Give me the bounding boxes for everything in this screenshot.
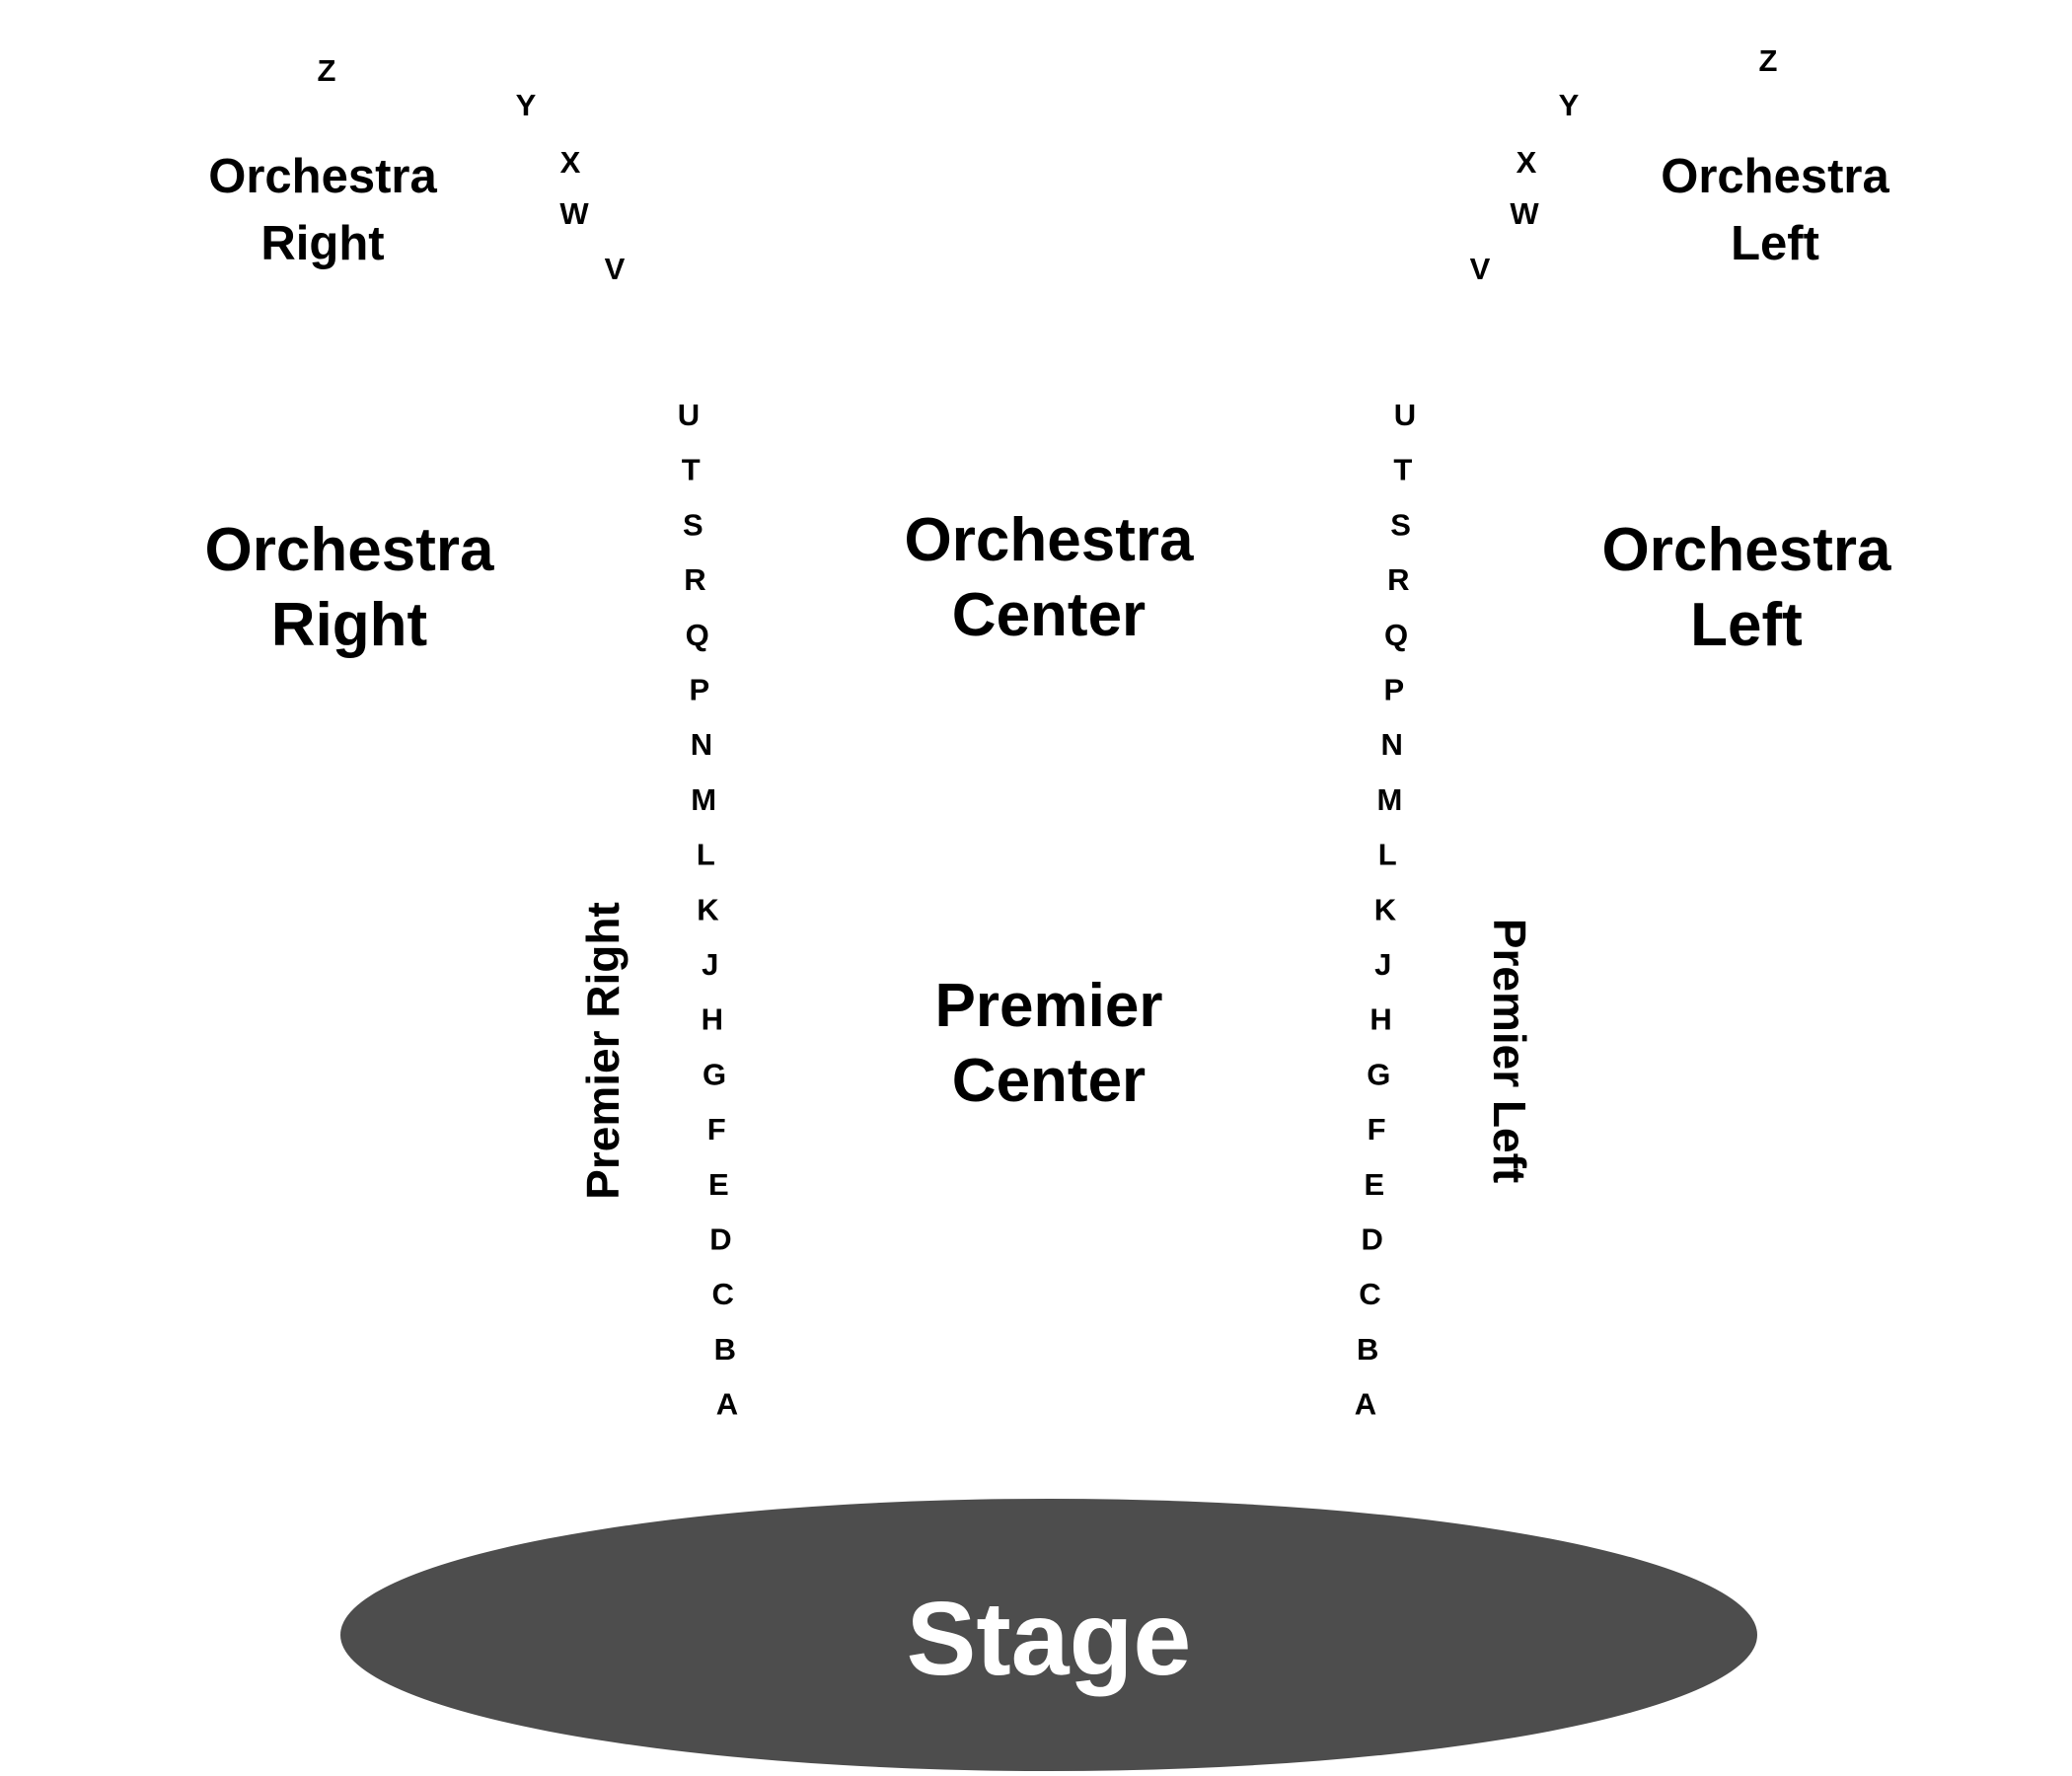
- row-label-upper-left-y: Y: [1559, 88, 1580, 122]
- row-label-aisle-right-h: H: [702, 1002, 723, 1037]
- row-label-aisle-left-l: L: [1378, 838, 1397, 872]
- row-label-aisle-left-q: Q: [1384, 618, 1408, 652]
- row-label-aisle-left-a: A: [1355, 1387, 1376, 1422]
- row-label-aisle-left-r: R: [1387, 562, 1409, 597]
- row-label-aisle-right-k: K: [697, 892, 719, 926]
- row-label-upper-right-x: X: [560, 145, 581, 180]
- row-label-aisle-right-s: S: [683, 507, 703, 542]
- row-label-aisle-right-r: R: [684, 562, 705, 597]
- section-premier-right[interactable]: Premier Right: [577, 902, 629, 1200]
- row-label-aisle-left-b: B: [1357, 1332, 1378, 1367]
- row-label-aisle-right-l: L: [697, 838, 715, 872]
- row-label-aisle-right-p: P: [689, 673, 709, 707]
- row-label-aisle-left-e: E: [1365, 1167, 1385, 1202]
- row-label-upper-right-z: Z: [318, 53, 336, 88]
- upper-orchestra-right-line2[interactable]: Right: [260, 217, 384, 270]
- section-orchestra-left-line2[interactable]: Left: [1690, 591, 1803, 659]
- row-label-aisle-left-f: F: [1368, 1112, 1386, 1147]
- row-label-aisle-right-e: E: [708, 1167, 729, 1202]
- section-orchestra-center-line2[interactable]: Center: [952, 581, 1146, 649]
- section-premier-center-line2[interactable]: Center: [952, 1047, 1146, 1115]
- row-label-aisle-right-n: N: [691, 727, 712, 762]
- row-label-aisle-left-u: U: [1394, 398, 1416, 432]
- row-label-upper-right-v: V: [605, 252, 626, 286]
- row-label-aisle-left-p: P: [1384, 673, 1405, 707]
- upper-orchestra-left-line2[interactable]: Left: [1731, 217, 1819, 270]
- row-label-upper-right-w: W: [559, 196, 589, 231]
- row-label-aisle-right-t: T: [682, 453, 701, 487]
- row-label-aisle-right-c: C: [712, 1277, 734, 1311]
- row-label-upper-left-v: V: [1470, 252, 1491, 286]
- row-label-aisle-left-j: J: [1374, 947, 1391, 982]
- upper-orchestra-right-line1[interactable]: Orchestra: [208, 150, 437, 203]
- row-label-aisle-left-m: M: [1376, 782, 1402, 817]
- upper-orchestra-left-line1[interactable]: Orchestra: [1661, 150, 1889, 203]
- row-label-aisle-left-n: N: [1381, 727, 1403, 762]
- row-label-aisle-right-b: B: [714, 1332, 736, 1367]
- row-label-aisle-right-u: U: [678, 398, 700, 432]
- row-label-aisle-left-d: D: [1362, 1222, 1383, 1257]
- row-label-upper-left-z: Z: [1759, 43, 1778, 78]
- row-label-aisle-left-k: K: [1374, 892, 1397, 926]
- section-orchestra-center-line1[interactable]: Orchestra: [905, 506, 1194, 574]
- row-label-aisle-left-g: G: [1367, 1057, 1390, 1091]
- row-label-aisle-right-g: G: [703, 1057, 726, 1091]
- row-label-aisle-right-a: A: [716, 1387, 738, 1422]
- row-label-aisle-right-j: J: [702, 947, 718, 982]
- row-label-upper-left-x: X: [1517, 145, 1537, 180]
- row-label-aisle-left-s: S: [1390, 507, 1411, 542]
- section-premier-center-line1[interactable]: Premier: [935, 972, 1163, 1040]
- section-orchestra-right-line1[interactable]: Orchestra: [205, 516, 494, 584]
- stage-label: Stage: [907, 1581, 1192, 1697]
- row-label-aisle-left-c: C: [1359, 1277, 1380, 1311]
- row-label-upper-right-y: Y: [516, 88, 537, 122]
- row-label-aisle-left-t: T: [1393, 453, 1412, 487]
- section-orchestra-left-line1[interactable]: Orchestra: [1602, 516, 1891, 584]
- row-label-aisle-right-f: F: [707, 1112, 726, 1147]
- row-label-aisle-right-q: Q: [686, 618, 709, 652]
- row-label-aisle-right-d: D: [709, 1222, 731, 1257]
- section-premier-left[interactable]: Premier Left: [1484, 919, 1535, 1183]
- stage: [340, 1499, 1757, 1771]
- row-label-aisle-right-m: M: [691, 782, 716, 817]
- row-label-upper-left-w: W: [1510, 196, 1539, 231]
- row-label-aisle-left-h: H: [1369, 1002, 1391, 1037]
- section-orchestra-right-line2[interactable]: Right: [271, 591, 427, 659]
